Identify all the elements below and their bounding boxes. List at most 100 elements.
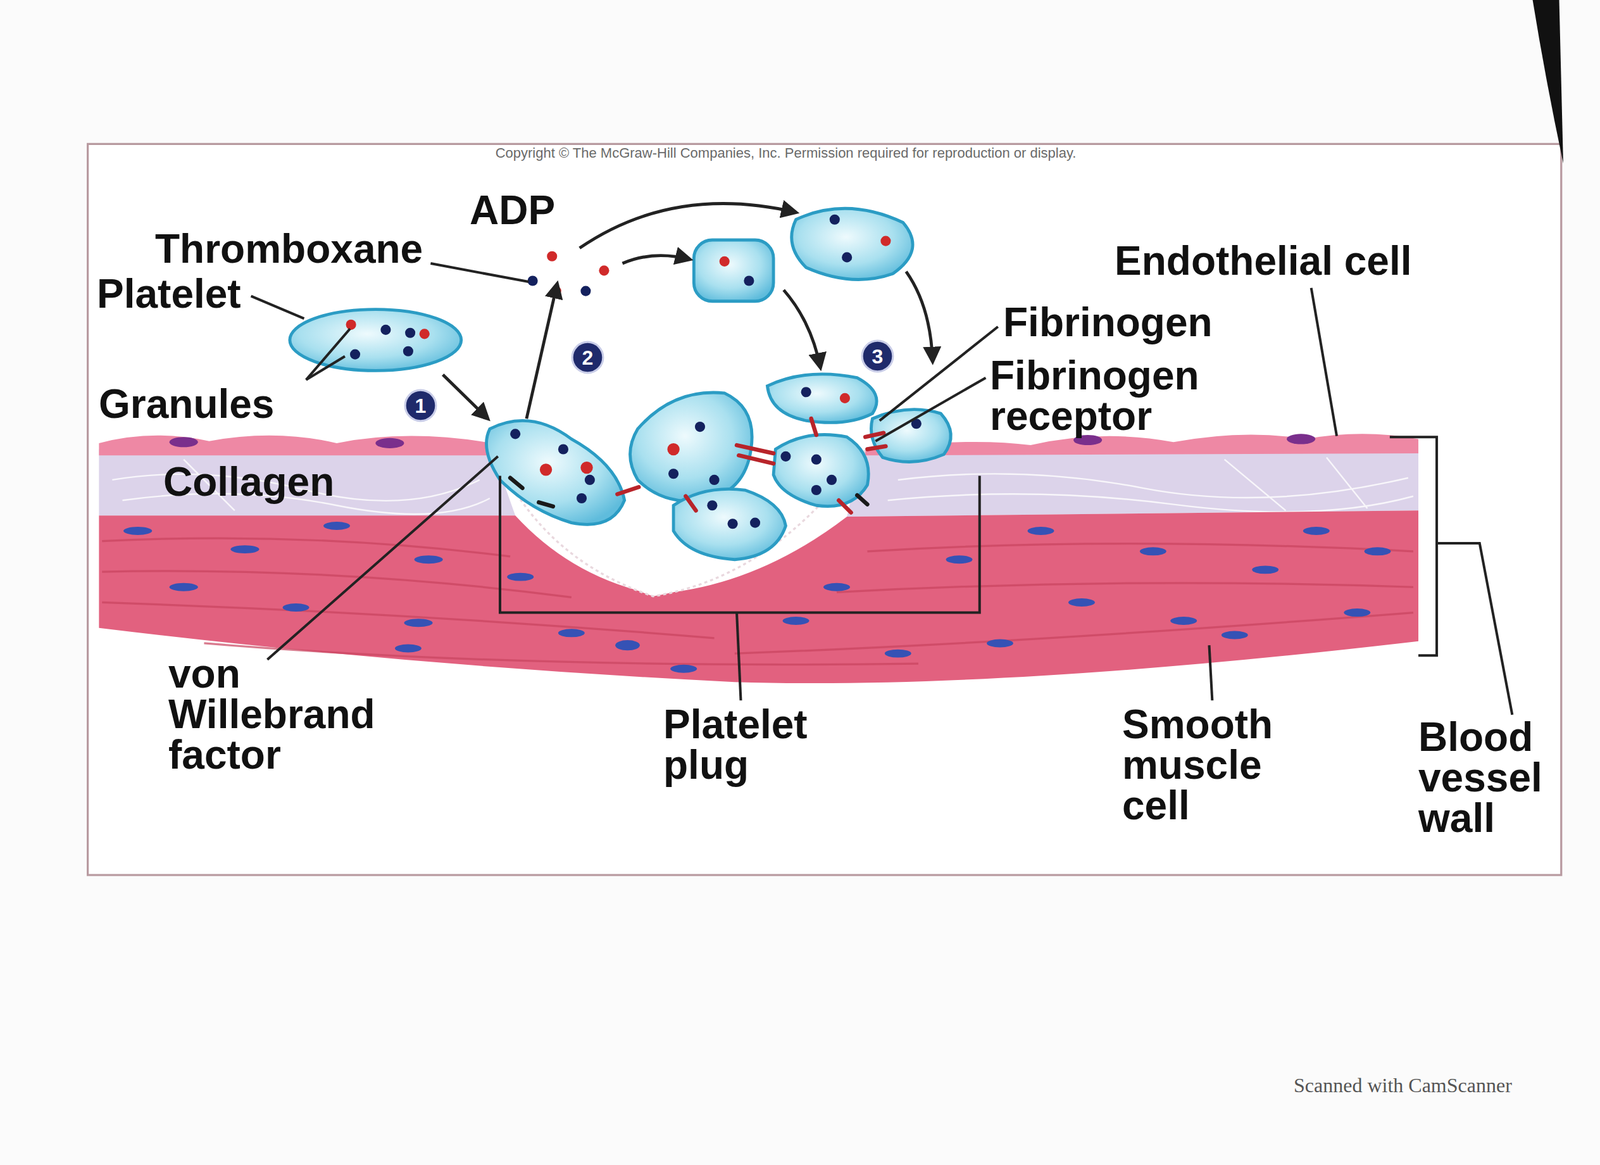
granules-red <box>598 265 609 276</box>
watermark: Scanned with CamScanner <box>1293 1073 1513 1097</box>
process-arrows <box>579 203 797 249</box>
granules-navy <box>706 500 718 511</box>
muscle-nuclei <box>230 544 259 554</box>
muscle-nuclei <box>1303 526 1330 535</box>
muscle-nuclei <box>782 616 810 625</box>
granules-navy <box>405 327 416 338</box>
muscle-fibers <box>101 601 714 638</box>
callout-number: 3 <box>860 339 895 373</box>
process-arrows <box>526 283 557 419</box>
muscle-nuclei <box>615 639 640 650</box>
muscle-nuclei <box>1343 608 1371 617</box>
granules-navy <box>750 517 761 528</box>
muscle-nuclei <box>1364 546 1392 556</box>
platelets <box>767 374 877 423</box>
part-label: Endothelial cell <box>1114 240 1412 282</box>
process-arrows <box>443 374 488 419</box>
part-label: Smooth muscle cell <box>1122 703 1287 826</box>
leader-lines <box>875 377 986 442</box>
fibrinogen-bridges <box>617 418 886 513</box>
part-label: Platelet plug <box>663 703 828 785</box>
platelets <box>486 420 625 525</box>
part-label: Fibrinogen <box>1003 301 1213 343</box>
muscle-nuclei <box>506 572 534 582</box>
granules-navy <box>380 324 391 335</box>
callout-circle <box>572 341 604 373</box>
granules-red <box>880 236 891 247</box>
process-arrows <box>783 289 821 368</box>
part-label: Blood vessel wall <box>1418 716 1565 838</box>
leader-lines <box>306 328 350 380</box>
muscle-nuclei <box>946 555 973 564</box>
process-arrows <box>906 271 933 362</box>
process-arrows <box>622 255 690 264</box>
muscle-nuclei <box>169 582 199 592</box>
granules-navy <box>801 386 812 397</box>
callout-number-text: 2 <box>582 346 594 369</box>
granules-navy <box>403 346 414 357</box>
endothelial-nuclei <box>375 437 404 449</box>
endothelial-nuclei <box>1073 434 1102 445</box>
fibrinogen-bridges <box>685 496 696 511</box>
fibrinogen-bridges <box>838 500 851 513</box>
granules-navy <box>841 251 852 263</box>
leader-lines <box>1311 287 1337 437</box>
granules-navy <box>558 443 569 454</box>
part-label: Platelet <box>96 273 242 314</box>
vwf-marks <box>510 477 523 488</box>
muscle-nuclei <box>1221 631 1249 640</box>
pen-shadow <box>1532 0 1564 164</box>
muscle-fibers <box>836 582 1414 593</box>
granules-red <box>546 251 557 262</box>
muscle-fibers <box>867 543 1414 552</box>
granules-red <box>839 393 850 404</box>
callout-number-text: 3 <box>872 345 884 368</box>
platelets <box>673 488 786 559</box>
muscle-fibers <box>734 612 1414 654</box>
callout-number-text: 1 <box>415 394 427 417</box>
copyright-note: Copyright © The McGraw-Hill Companies, I… <box>343 144 1229 162</box>
endothelium <box>98 435 492 456</box>
part-label: Fibrinogen receptor <box>989 355 1210 437</box>
muscle-nuclei <box>1027 526 1055 535</box>
fibrinogen-bridges <box>736 444 774 454</box>
platelets <box>773 434 869 507</box>
collagen-layer <box>98 449 516 516</box>
muscle-nuclei <box>986 639 1014 648</box>
leader-lines <box>251 296 305 319</box>
granules-navy <box>826 474 837 485</box>
part-label: Thromboxane <box>155 228 423 269</box>
granules-navy <box>743 275 754 286</box>
platelets <box>693 239 774 302</box>
leader-lines <box>306 356 345 380</box>
vwf-marks <box>538 501 554 506</box>
muscle-nuclei <box>884 649 912 658</box>
granules-navy <box>727 518 738 529</box>
fibrinogen-bridges <box>865 432 884 437</box>
muscle-nuclei <box>282 603 310 612</box>
muscle-nuclei <box>1068 598 1095 607</box>
platelets <box>630 392 753 502</box>
granules-navy <box>584 474 595 485</box>
endothelial-nuclei <box>1286 433 1316 444</box>
vwf-marks <box>510 477 868 507</box>
granules-red <box>719 256 730 267</box>
leader-lines <box>1436 543 1513 715</box>
muscle-nuclei <box>414 555 444 564</box>
callout-number: 2 <box>570 340 605 375</box>
leader-lines <box>1209 644 1213 700</box>
collagen-fibers <box>887 493 1414 512</box>
granules-red <box>419 328 430 339</box>
granules-red <box>667 443 680 456</box>
granules-navy <box>527 275 538 286</box>
muscle-nuclei <box>323 521 350 530</box>
callout-circle <box>405 389 437 421</box>
granules-navy <box>829 214 840 225</box>
granules-red <box>346 236 892 476</box>
muscle-nuclei <box>670 664 697 673</box>
part-label: ADP <box>469 189 556 231</box>
muscle-nuclei <box>403 618 433 627</box>
muscle-nuclei <box>394 644 422 653</box>
granules-red <box>346 319 357 330</box>
